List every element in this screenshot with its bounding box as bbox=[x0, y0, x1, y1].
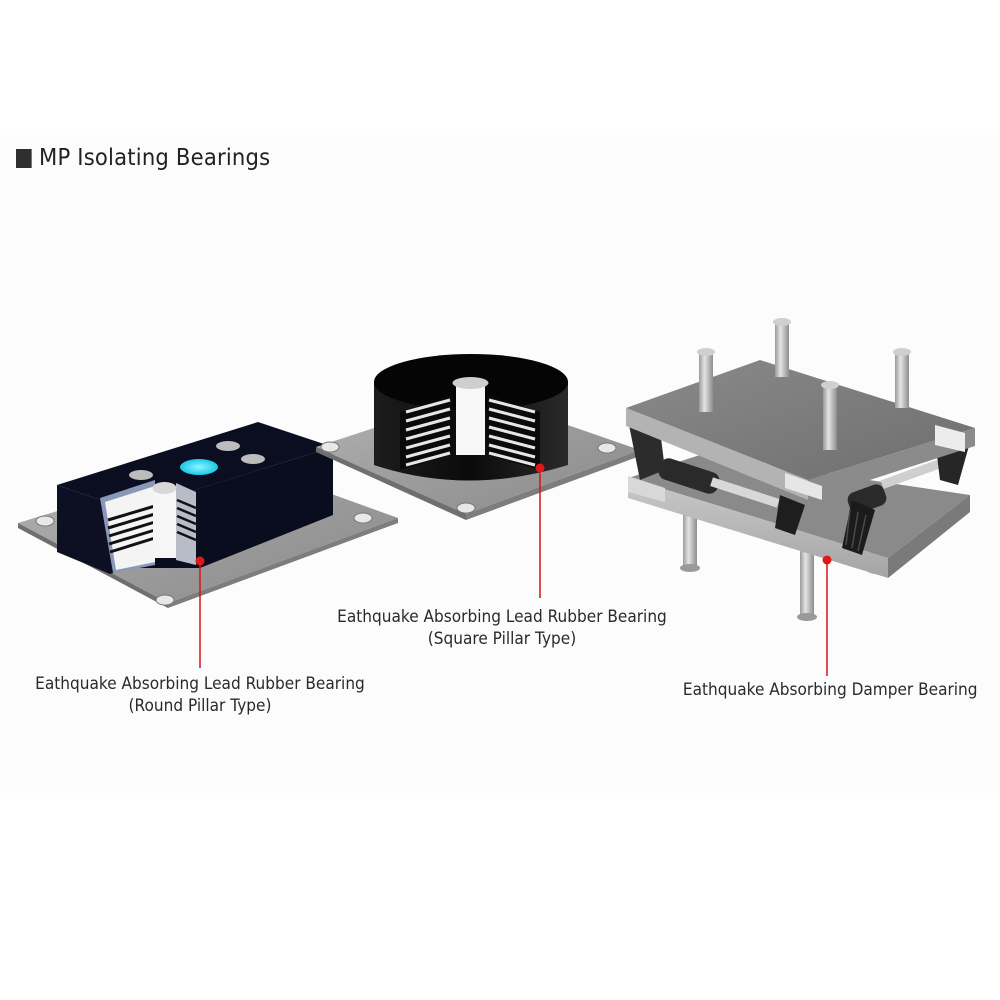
page-title: MP Isolating Bearings bbox=[16, 143, 270, 173]
caption-square-pillar-line2: (Square Pillar Type) bbox=[427, 629, 577, 648]
caption-square-pillar-line1: Eathquake Absorbing Lead Rubber Bearing bbox=[337, 607, 667, 626]
caption-round-pillar-line1: Eathquake Absorbing Lead Rubber Bearing bbox=[35, 674, 365, 693]
title-bullet-icon bbox=[16, 148, 32, 168]
round-pillar-bearing bbox=[18, 422, 398, 668]
damper-bearing bbox=[626, 318, 975, 676]
page-title-text: MP Isolating Bearings bbox=[39, 145, 271, 171]
square-pillar-bearing bbox=[316, 354, 640, 598]
caption-round-pillar-line2: (Round Pillar Type) bbox=[128, 696, 272, 715]
damper-rod-left bbox=[658, 458, 805, 535]
caption-square-pillar: Eathquake Absorbing Lead Rubber Bearing … bbox=[336, 606, 667, 650]
caption-damper: Eathquake Absorbing Damper Bearing bbox=[682, 679, 978, 701]
caption-round-pillar: Eathquake Absorbing Lead Rubber Bearing … bbox=[34, 673, 365, 717]
caption-damper-line1: Eathquake Absorbing Damper Bearing bbox=[682, 680, 978, 699]
